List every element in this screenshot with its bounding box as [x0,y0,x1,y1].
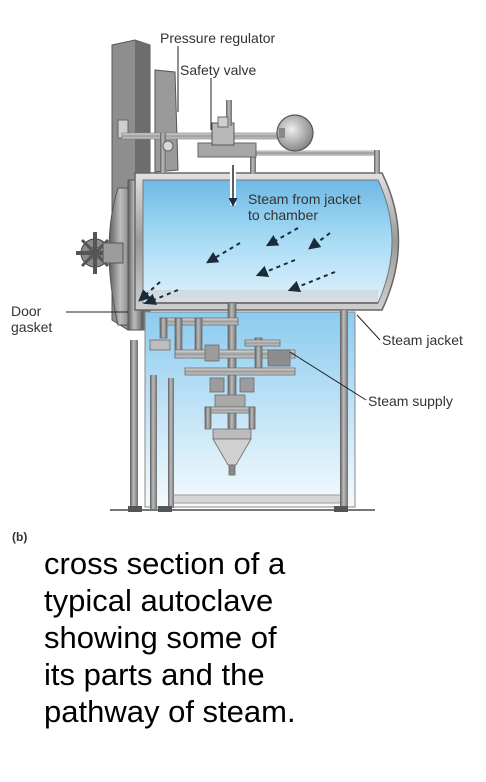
caption-line: typical autoclave [44,583,274,618]
steam-arrows [138,165,336,305]
leader-lines [66,46,381,401]
door-handwheel [76,232,124,274]
label-steam-supply: Steam supply [368,393,453,409]
label-pressure-regulator: Pressure regulator [160,30,276,46]
caption-line: cross section of a [44,546,286,581]
safety-valve-body [211,100,235,146]
steam-supply-plumbing [149,302,296,476]
label-steam-jacket: Steam jacket [382,332,463,348]
figure-caption: cross section of a typical autoclave sho… [44,545,474,730]
caption-line: showing some of [44,620,277,655]
autoclave-diagram [66,39,400,512]
pressure-gauge [276,114,314,152]
label-door-gasket: Door gasket [11,303,52,335]
panel-tag: (b) [12,530,28,544]
label-door-gasket-line2: gasket [11,319,53,335]
label-safety-valve: Safety valve [180,62,257,78]
label-steam-from-jacket: Steam from jacket to chamber [248,191,361,223]
caption-line: its parts and the [44,657,265,692]
label-steam-from-jacket-line1: Steam from jacket [248,191,361,207]
top-piping [121,100,380,174]
door-assembly [76,179,143,331]
label-steam-from-jacket-line2: to chamber [248,207,319,223]
label-door-gasket-line1: Door [11,303,42,319]
caption-line: pathway of steam. [44,694,296,729]
